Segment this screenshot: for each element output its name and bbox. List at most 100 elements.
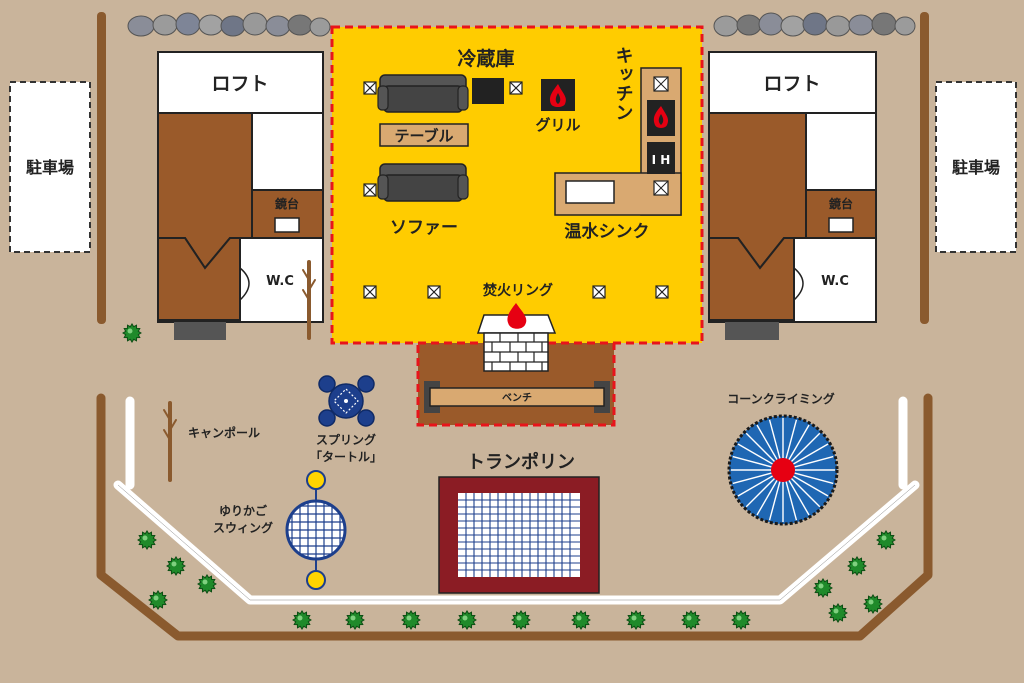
shrub-icon <box>571 610 591 630</box>
fire-ring-label: 焚火リング <box>482 282 553 299</box>
cone-climbing <box>727 414 839 526</box>
wc-label: W.C <box>266 274 294 289</box>
shrub-icon <box>292 610 312 630</box>
flame-icon <box>653 106 669 128</box>
shrub-icon <box>681 610 701 630</box>
trampoline-label: トランポリン <box>467 451 575 473</box>
shrub-icon <box>137 530 157 550</box>
stone-icon <box>309 17 331 37</box>
deck-area: 冷蔵庫 テーブル ソファー グリル <box>330 25 704 345</box>
stone-icon <box>198 14 224 36</box>
fire-pit-icon <box>476 303 557 372</box>
stone-icon <box>802 12 828 36</box>
fence-left-top <box>97 12 106 324</box>
shrub-icon <box>511 610 531 630</box>
stone-icon <box>152 14 178 36</box>
shrub-icon <box>731 610 751 630</box>
cone-climbing-label: コーンクライミング <box>727 391 834 406</box>
bench: ベンチ <box>424 381 610 413</box>
stone-icon <box>242 12 268 36</box>
camp-pole-label: キャンポール <box>188 425 260 440</box>
cradle-swing <box>285 470 347 590</box>
shrubs <box>122 323 896 630</box>
spring-turtle <box>318 375 375 427</box>
sofa-label: ソファー <box>390 218 458 238</box>
post-marker-icon <box>363 81 377 95</box>
cabin-step <box>725 322 779 340</box>
fridge <box>472 78 504 104</box>
cabin-left: ロフト 鏡台 W.C <box>157 51 324 340</box>
fence-right-top <box>920 12 929 324</box>
deck-posts <box>363 81 669 299</box>
cradle-swing-label: ゆりかご <box>219 503 268 518</box>
dresser-label: 鏡台 <box>828 196 853 211</box>
post-marker-icon <box>655 285 669 299</box>
fire-pit-area: ベンチ <box>416 303 616 427</box>
shrub-icon <box>847 556 867 576</box>
loft-label: ロフト <box>763 73 820 95</box>
cradle-swing-label: スウィング <box>213 520 273 535</box>
sofa-upper <box>377 74 469 113</box>
shrub-icon <box>166 556 186 576</box>
stone-icon <box>220 15 246 37</box>
stone-icon <box>825 15 851 37</box>
grill <box>541 79 575 111</box>
sink-basin <box>565 180 615 204</box>
shrub-icon <box>626 610 646 630</box>
camp-pole-upper <box>302 260 316 340</box>
ih-label: I H <box>652 153 671 167</box>
stone-icon <box>127 15 155 37</box>
trampoline <box>438 476 600 594</box>
post-marker-icon <box>592 285 606 299</box>
shrub-icon <box>813 578 833 598</box>
shrub-icon <box>876 530 896 550</box>
cabin-right: ロフト 鏡台 W.C <box>708 51 877 340</box>
shrub-icon <box>122 323 142 343</box>
dresser-label: 鏡台 <box>274 196 299 211</box>
flame-icon <box>549 84 566 107</box>
stone-icon <box>175 12 201 36</box>
sofa-lower <box>377 163 469 202</box>
post-marker-icon <box>427 285 441 299</box>
sink-label: 温水シンク <box>565 221 650 242</box>
table-label: テーブル <box>394 127 453 145</box>
post-marker-icon <box>509 81 523 95</box>
parking-label: 駐車場 <box>952 158 1000 177</box>
camp-pole <box>163 401 177 482</box>
parking-right: 駐車場 <box>935 81 1017 253</box>
shrub-icon <box>148 590 168 610</box>
post-marker-icon <box>363 285 377 299</box>
kitchen-counter: I H <box>554 67 682 216</box>
bench-label: ベンチ <box>502 392 532 404</box>
stone-icon <box>871 12 897 36</box>
spring-turtle-label: スプリング <box>316 432 376 447</box>
post-marker-icon <box>363 183 377 197</box>
table <box>379 123 469 147</box>
lower-fence <box>96 393 933 641</box>
cabin-step <box>174 322 226 340</box>
shrub-icon <box>401 610 421 630</box>
stone-icon <box>848 14 874 36</box>
flame-icon <box>507 303 527 329</box>
stone-icon <box>713 15 739 37</box>
kitchen-burner <box>647 100 675 136</box>
ih-cooktop <box>647 142 675 174</box>
parking-left: 駐車場 <box>9 81 91 253</box>
stone-icon <box>265 15 291 37</box>
stone-icon <box>736 14 762 36</box>
spring-turtle-label: 「タートル」 <box>310 449 382 464</box>
shrub-icon <box>197 574 217 594</box>
wc-label: W.C <box>821 274 849 289</box>
dresser-mirror <box>274 217 300 233</box>
shrub-icon <box>828 603 848 623</box>
stone-row-left <box>127 12 331 37</box>
stone-icon <box>780 15 806 37</box>
shrub-icon <box>457 610 477 630</box>
parking-label: 駐車場 <box>26 158 74 177</box>
loft-label: ロフト <box>211 73 268 95</box>
grill-label: グリル <box>535 116 580 134</box>
shrub-icon <box>863 594 883 614</box>
cone-spokes <box>731 418 835 522</box>
stone-icon <box>287 14 313 36</box>
